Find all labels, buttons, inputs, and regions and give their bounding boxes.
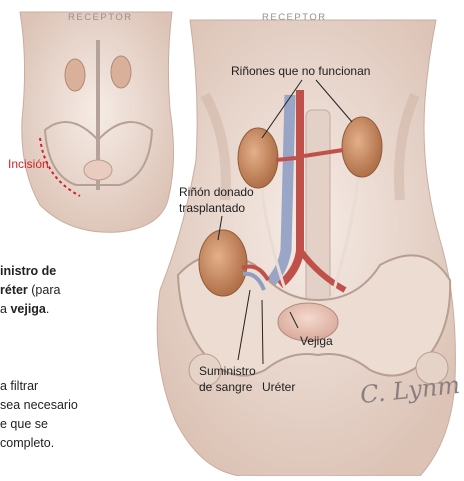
paragraph2-line3: e que se bbox=[0, 415, 48, 434]
blood-supply-label-line2: de sangre bbox=[199, 380, 252, 394]
large-torso-figure bbox=[157, 20, 455, 476]
paragraph1-line1: inistro de bbox=[0, 262, 56, 281]
small-torso-figure bbox=[20, 12, 174, 232]
native-kidney-right bbox=[342, 117, 382, 177]
ureter-label: Uréter bbox=[262, 380, 295, 394]
paragraph2-line2: sea necesario bbox=[0, 396, 78, 415]
donated-kidney-label-line1: Riñón donado bbox=[179, 185, 254, 199]
small-kidney-right bbox=[111, 56, 131, 88]
paragraph1-line3: a vejiga. bbox=[0, 300, 49, 319]
incision-label: Incisión bbox=[8, 157, 49, 171]
small-receptor-label: RECEPTOR bbox=[68, 12, 133, 23]
nonfunctioning-kidneys-label: Riñones que no funcionan bbox=[231, 64, 370, 78]
large-receptor-label: RECEPTOR bbox=[262, 12, 327, 23]
donated-kidney-label-line2: trasplantado bbox=[179, 201, 245, 215]
blood-supply-label-line1: Suministro bbox=[199, 364, 256, 378]
native-kidney-left bbox=[238, 128, 278, 188]
paragraph2-line1: a filtrar bbox=[0, 377, 38, 396]
paragraph2-line4: completo. bbox=[0, 434, 54, 453]
small-bladder bbox=[84, 160, 112, 180]
transplanted-kidney bbox=[199, 230, 247, 296]
small-kidney-left bbox=[65, 59, 85, 91]
bladder-label: Vejiga bbox=[300, 334, 333, 348]
renal-vessels-left bbox=[276, 158, 296, 160]
paragraph1-line2: réter (para bbox=[0, 281, 60, 300]
